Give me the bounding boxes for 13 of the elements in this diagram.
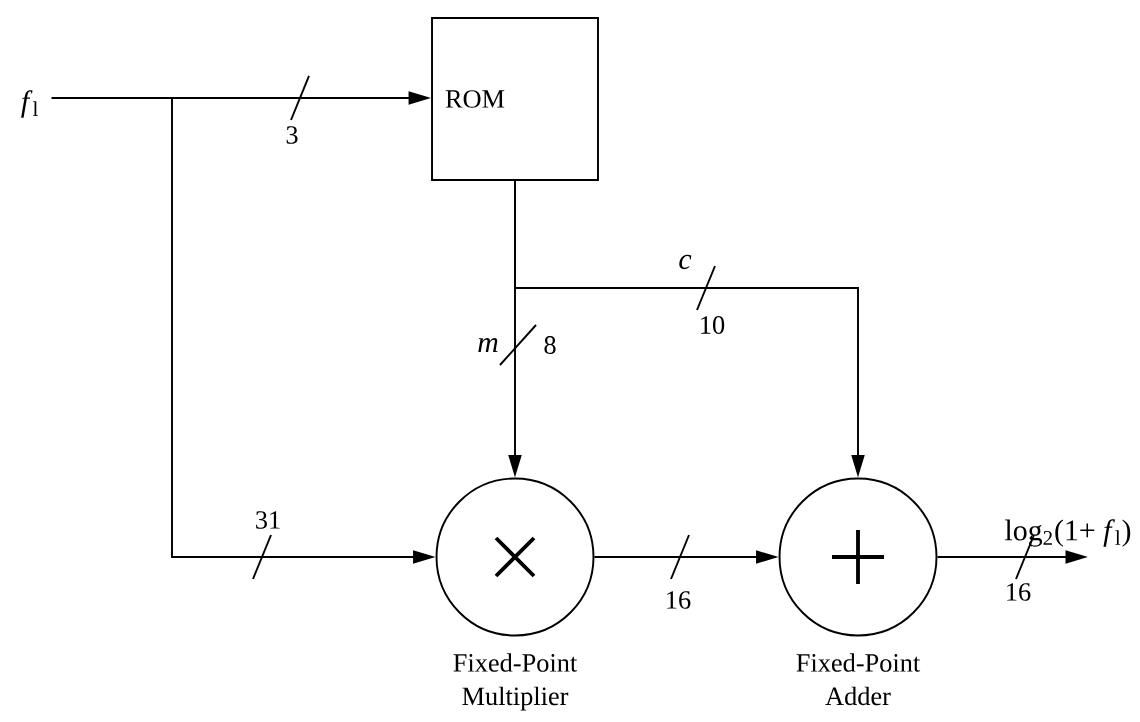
edge-label: 3 [286,126,298,144]
edge-label: 31 [256,511,280,529]
edge-label: 8 [544,336,556,354]
signal-label: m [478,337,498,353]
node-label: Fixed-Point Multiplier [453,653,578,711]
edge-label: 10 [701,316,725,334]
node-label: Fixed-Point Adder [796,653,921,706]
edge-label: 16 [667,591,691,609]
rom-box: ROM [431,17,599,181]
signal-label: log$_{2}$(1+ f$_{l}$) [1005,519,1131,547]
signal-label: c [679,254,692,270]
signal-label: f$_{l}$ [21,90,38,118]
edge-label: 16 [1007,583,1031,601]
